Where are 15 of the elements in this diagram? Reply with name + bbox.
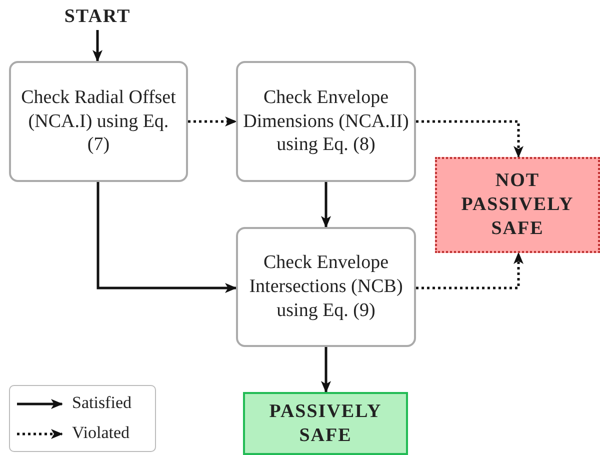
legend-label: Violated [72, 423, 130, 443]
arrow [321, 347, 331, 393]
process-box: Check Envelope Intersections (NCB) using Eq. (9) [236, 227, 416, 347]
outcome-box: PASSIVELY SAFE [243, 392, 408, 455]
outcome-box: NOT PASSIVELY SAFE [435, 157, 600, 253]
process-box: Check Envelope Dimensions (NCA.II) using Eq. (8) [236, 61, 416, 182]
arrow [188, 116, 237, 126]
arrow [96, 182, 237, 293]
arrow [416, 252, 524, 290]
legend-label: Satisfied [72, 393, 132, 413]
start-label: START [50, 4, 145, 30]
arrow [416, 120, 524, 158]
arrow [92, 30, 102, 62]
process-box: Check Radial Offset (NCA.I) using Eq. (7) [9, 61, 188, 182]
arrow [321, 182, 331, 228]
